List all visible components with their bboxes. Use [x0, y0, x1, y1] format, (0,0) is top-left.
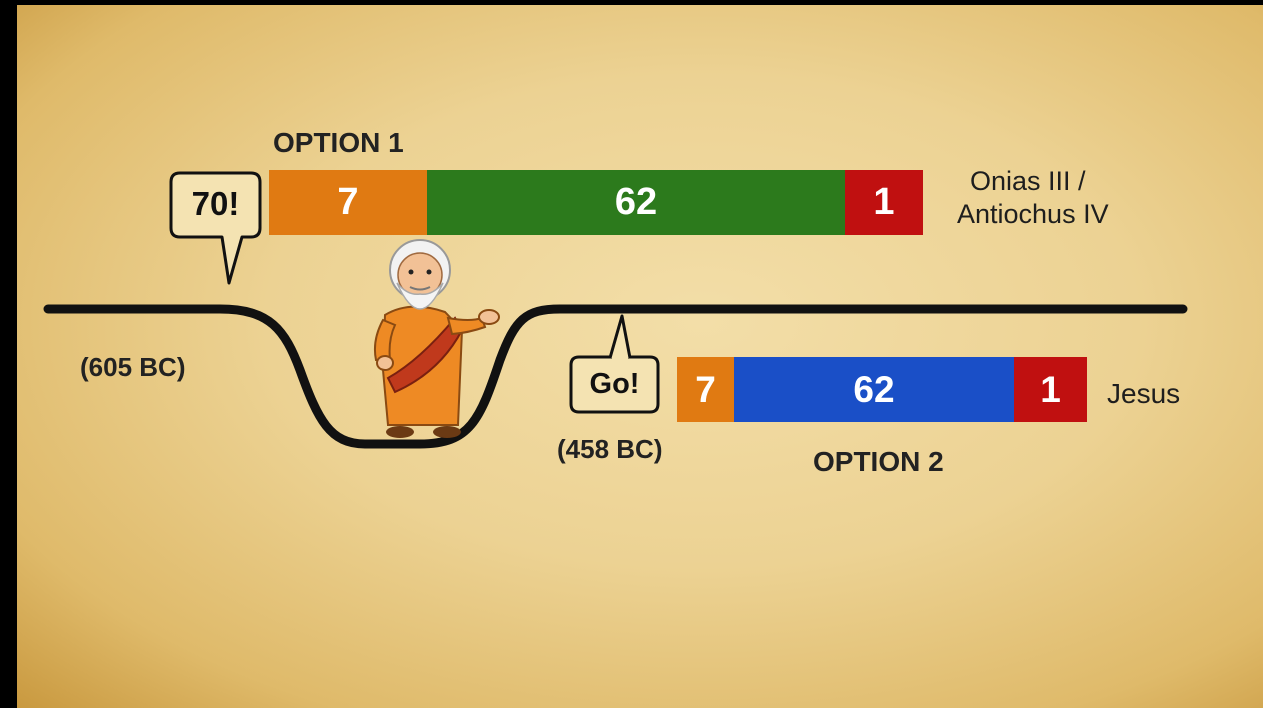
- option2-segment-62: 62: [734, 357, 1014, 422]
- option2-end-label: Jesus: [1107, 378, 1181, 409]
- option2-segment-1: 1: [1014, 357, 1087, 422]
- option1-segment-62: 62: [427, 170, 845, 235]
- speech-bubble-go: [569, 314, 660, 414]
- option1-end-label-line2: Antiochus IV: [957, 199, 1109, 229]
- left-border: [0, 0, 17, 708]
- timeline-line: [43, 304, 1188, 449]
- option1-segment-1: 1: [845, 170, 923, 235]
- speech-bubble-70: [169, 171, 262, 285]
- option2-title: OPTION 2: [813, 446, 944, 477]
- speech-bubble-go-text: Go!: [589, 368, 640, 400]
- option1-segment-7: 7: [269, 170, 427, 235]
- option1-end-label-line1: Onias III /: [970, 166, 1086, 196]
- date-left: (605 BC): [80, 352, 186, 382]
- prophet-figure-icon: [373, 239, 500, 438]
- option1-title: OPTION 1: [273, 127, 404, 158]
- top-border: [0, 0, 1263, 5]
- option2-segment-7: 7: [677, 357, 734, 422]
- date-right: (458 BC): [557, 434, 663, 464]
- speech-bubble-70-text: 70!: [191, 185, 240, 222]
